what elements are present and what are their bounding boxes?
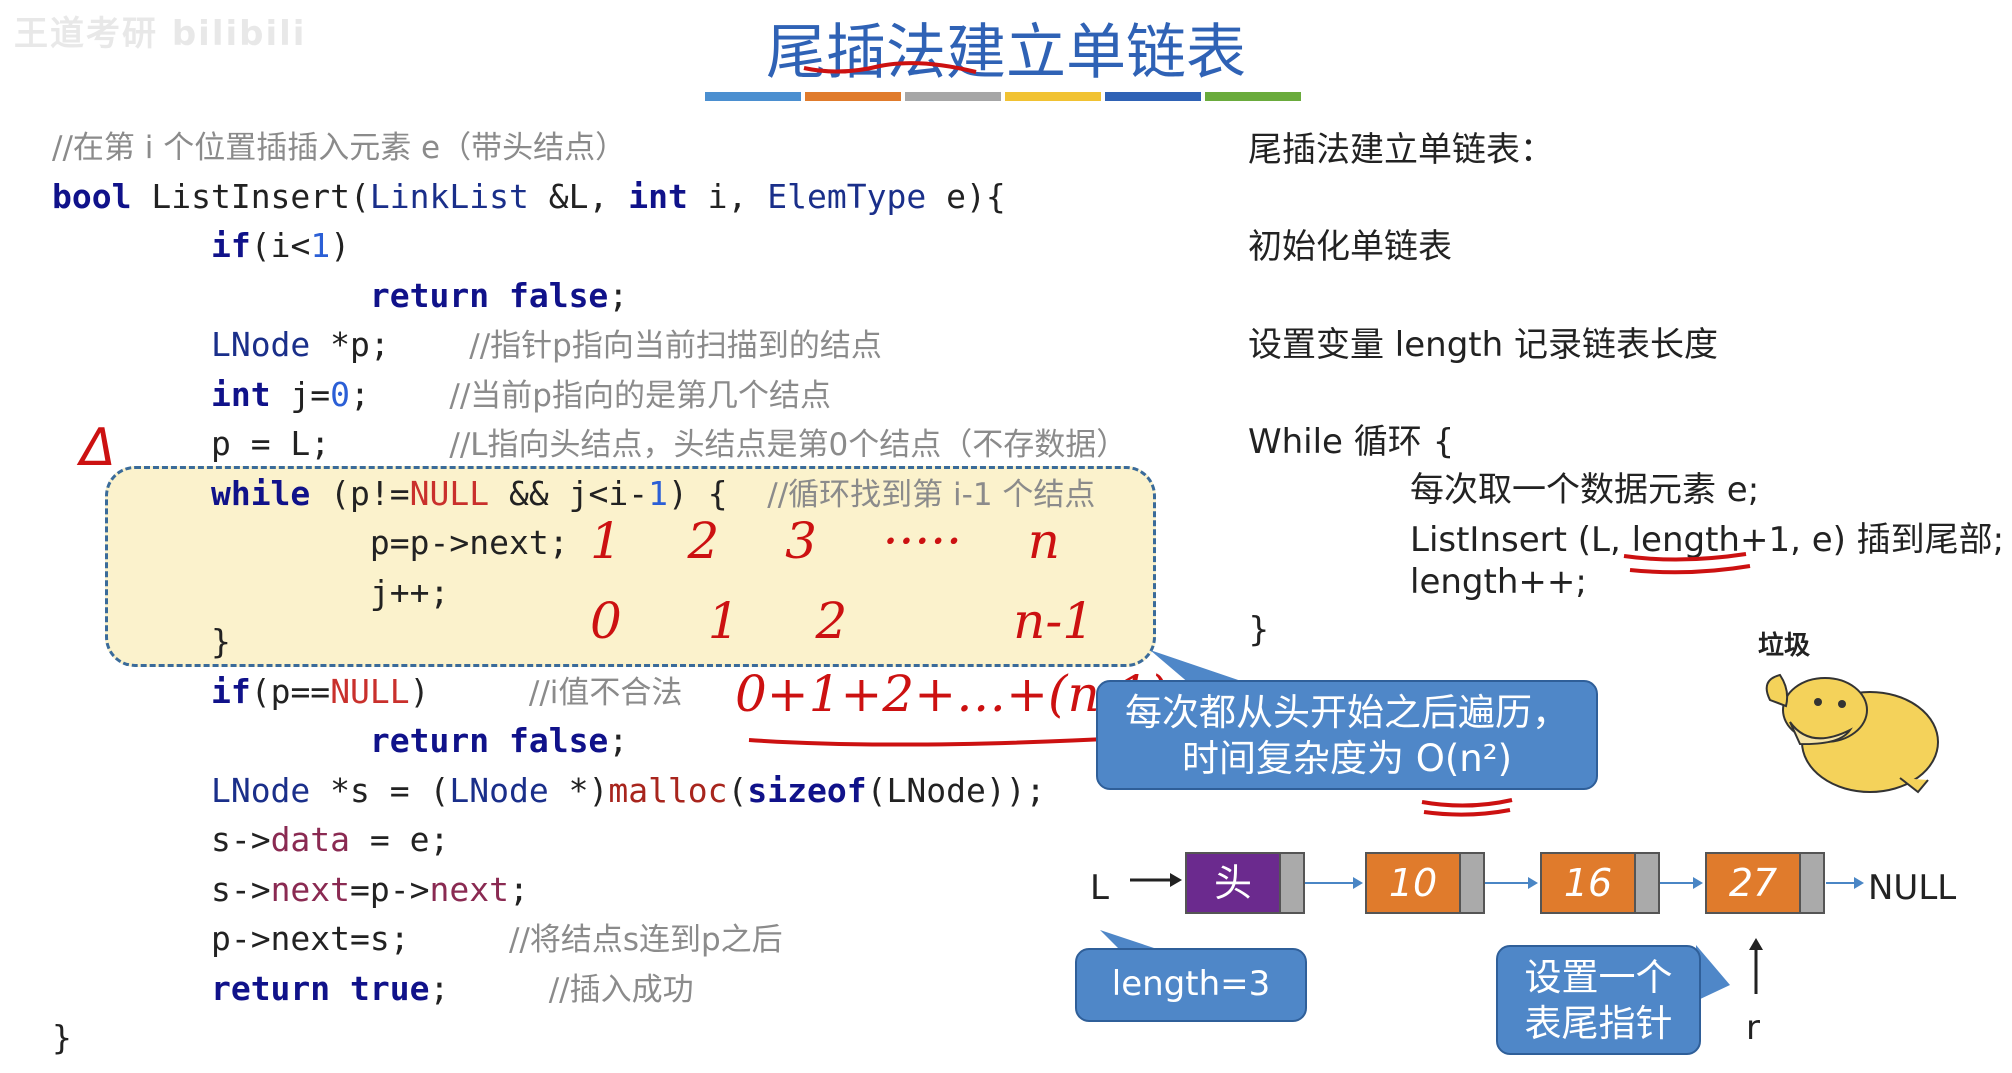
loop-highlight-box <box>105 466 1156 667</box>
delta-mark: Δ <box>80 418 116 478</box>
arrow-icon <box>1660 877 1703 889</box>
code-line: return true; //插入成功 <box>210 968 694 1008</box>
color-bar <box>805 92 901 101</box>
color-bar <box>1105 92 1201 101</box>
code-line: //在第 i 个位置插插入元素 e（带头结点） <box>52 130 627 166</box>
node-data: 16 <box>1540 852 1636 914</box>
code-line: if(p==NULL) //i值不合法 <box>210 671 683 711</box>
arrow-icon <box>1305 877 1363 889</box>
code-line: } <box>210 622 231 661</box>
complexity-callout: 每次都从头开始之后遍历， 时间复杂度为 O(n²) <box>1096 680 1598 790</box>
node-pointer <box>1459 852 1485 914</box>
code-line: } <box>52 1018 72 1057</box>
ink-number: n-1 <box>1013 592 1095 650</box>
step-loop-line: length++; <box>1410 562 1587 602</box>
code-line: bool ListInsert(LinkList &L, int i, Elem… <box>52 176 1006 216</box>
tail-pointer-callout: 设置一个 表尾指针 <box>1496 945 1701 1055</box>
code-line: s->data = e; <box>210 820 450 859</box>
callout-pointer <box>1100 930 1160 950</box>
code-line: while (p!=NULL && j<i-1) { //循环找到第 i-1 个… <box>210 473 1096 513</box>
step-loop-end: } <box>1248 610 1270 650</box>
step-loop-line: 每次取一个数据元素 e; <box>1410 470 1760 510</box>
step-loop-line: ListInsert (L, length+1, e) 插到尾部; <box>1410 520 2005 560</box>
step-init: 初始化单链表 <box>1248 227 1452 267</box>
watermark: 王道考研 bilibili <box>14 14 307 54</box>
code-line: LNode *s = (LNode *)malloc(sizeof(LNode)… <box>210 770 1046 810</box>
ink-number: 0 <box>590 592 622 650</box>
arrow-icon <box>1826 877 1864 889</box>
duck-icon <box>1765 673 1939 794</box>
code-line: s->next=p->next; <box>210 869 529 909</box>
ink-number: 2 <box>687 512 720 570</box>
arrow-icon <box>1485 877 1538 889</box>
steps-heading: 尾插法建立单链表： <box>1248 130 1554 170</box>
duck-label: 垃圾 <box>1758 631 1811 661</box>
node-data: 10 <box>1365 852 1461 914</box>
null-label: NULL <box>1868 868 1957 908</box>
callout-line: 表尾指针 <box>1524 1002 1673 1045</box>
node-pointer <box>1279 852 1305 914</box>
node-pointer <box>1799 852 1825 914</box>
code-line: if(i<1) <box>210 226 351 265</box>
code-line: j++; <box>369 572 450 612</box>
code-line: return false; <box>369 721 629 760</box>
callout-line: 每次都从头开始之后遍历， <box>1125 691 1569 734</box>
handwritten-counts: 0 1 2 n-1 <box>590 592 1094 650</box>
tail-pointer-label: r <box>1746 1008 1760 1048</box>
color-bar <box>1205 92 1301 101</box>
callout-line: 设置一个 <box>1524 956 1673 999</box>
code-line: p=p->next; <box>369 523 569 562</box>
arrow-icon <box>1130 873 1182 887</box>
node-data: 头 <box>1185 852 1281 914</box>
callout-line: 时间复杂度为 O(n²) <box>1181 737 1513 780</box>
ink-number: 1 <box>707 592 740 650</box>
handwritten-indices: 1 2 3 ····· n <box>590 512 1060 570</box>
node-pointer <box>1634 852 1660 914</box>
code-line: p = L; //L指向头结点，头结点是第0个结点（不存数据） <box>210 424 1128 463</box>
color-bars <box>705 92 1301 102</box>
step-length: 设置变量 length 记录链表长度 <box>1248 325 1718 365</box>
page-title: 尾插法建立单链表 <box>766 18 1246 88</box>
ink-number: n <box>1027 512 1060 570</box>
code-line: p->next=s; //将结点s连到p之后 <box>210 919 783 958</box>
list-head-pointer-label: L <box>1090 868 1109 908</box>
color-bar <box>905 92 1001 101</box>
code-line: LNode *p; //指针p指向当前扫描到的结点 <box>210 325 882 364</box>
handwritten-sum: 0+1+2+…+(n-1) <box>735 665 1168 723</box>
color-bar <box>1005 92 1101 101</box>
ink-number: 1 <box>590 512 622 570</box>
code-line: return false; <box>369 275 629 315</box>
code-block: //在第 i 个位置插插入元素 e（带头结点） bool ListInsert(… <box>52 122 1172 1063</box>
color-bar <box>705 92 801 101</box>
length-callout: length=3 <box>1075 948 1307 1022</box>
callout-pointer <box>1696 945 1730 1001</box>
step-loop-start: While 循环 { <box>1248 422 1455 462</box>
node-data: 27 <box>1705 852 1801 914</box>
up-arrow-icon <box>1749 938 1763 994</box>
complexity-underline-ink <box>1421 798 1513 817</box>
ink-number: ····· <box>882 512 963 570</box>
ink-number: 2 <box>815 592 848 650</box>
length-underline-ink <box>1623 552 1751 575</box>
ink-number: 3 <box>785 512 817 570</box>
code-line: int j=0; //当前p指向的是第几个结点 <box>210 374 831 414</box>
callout-pointer <box>1150 650 1250 684</box>
sum-underline-ink <box>748 736 1126 747</box>
title-underline-ink <box>803 61 977 74</box>
